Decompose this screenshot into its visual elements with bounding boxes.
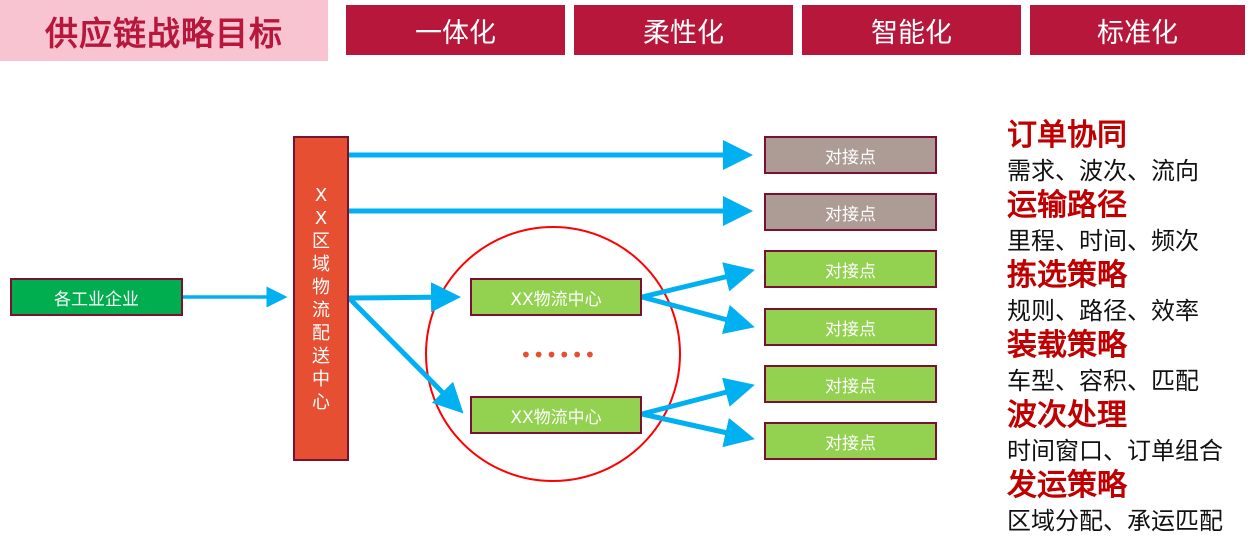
node-logistics-center-2: XX物流中心 — [470, 396, 642, 434]
strategy-title: 拣选策略 — [1007, 258, 1127, 293]
hub-char: 配 — [312, 322, 330, 344]
strategy-title: 波次处理 — [1007, 398, 1127, 433]
strategy-title: 订单协同 — [1007, 118, 1127, 153]
arrow-center1-to-dock-3 — [641, 262, 755, 300]
hub-char: 流 — [312, 299, 330, 321]
node-logistics-center-1: XX物流中心 — [470, 278, 642, 316]
more-centers-ellipsis: •••••• — [520, 343, 597, 367]
strategy-desc: 需求、波次、流向 — [1007, 157, 1199, 185]
arrow-center2-to-dock-5 — [641, 377, 755, 417]
page-title-banner: 供应链战略目标 — [0, 0, 328, 61]
strategy-list: 订单协同 需求、波次、流向 运输路径 里程、时间、频次 拣选策略 规则、路径、效… — [1007, 118, 1251, 538]
node-dock-point-3: 对接点 — [764, 250, 937, 288]
hub-char: 物 — [312, 276, 330, 298]
highlight-circle — [425, 226, 681, 482]
node-dock-point-6: 对接点 — [764, 422, 937, 460]
arrow-hub-to-center-2 — [347, 296, 464, 414]
arrow-center1-to-dock-4 — [641, 294, 755, 335]
hub-char: 域 — [312, 253, 330, 275]
node-dock-point-5: 对接点 — [764, 365, 937, 403]
strategy-desc: 区域分配、承运匹配 — [1007, 507, 1223, 535]
node-dock-point-1: 对接点 — [764, 136, 937, 174]
node-regional-distribution-center: X X 区 域 物 流 配 送 中 心 — [293, 136, 349, 461]
strategy-desc: 时间窗口、订单组合 — [1007, 437, 1223, 465]
strategy-title: 运输路径 — [1007, 188, 1127, 223]
strategy-desc: 规则、路径、效率 — [1007, 297, 1199, 325]
hub-char: 区 — [312, 230, 330, 252]
node-dock-point-4: 对接点 — [764, 308, 937, 346]
hub-char: X — [314, 207, 328, 229]
goal-standardization: 标准化 — [1030, 5, 1245, 55]
node-dock-point-2: 对接点 — [764, 193, 937, 231]
strategy-title: 发运策略 — [1007, 468, 1127, 503]
arrow-center2-to-dock-6 — [641, 411, 755, 448]
strategy-desc: 车型、容积、匹配 — [1007, 367, 1199, 395]
hub-char: 送 — [312, 345, 330, 367]
hub-char: 中 — [312, 368, 330, 390]
node-industrial-enterprises: 各工业企业 — [10, 278, 183, 316]
goal-flexibility: 柔性化 — [574, 5, 793, 55]
hub-char: X — [314, 184, 328, 206]
page-title: 供应链战略目标 — [45, 13, 283, 53]
hub-char: 心 — [312, 391, 330, 413]
strategy-title: 装载策略 — [1007, 328, 1127, 363]
strategy-desc: 里程、时间、频次 — [1007, 227, 1199, 255]
goal-intelligence: 智能化 — [802, 5, 1021, 55]
arrow-hub-to-center-1 — [348, 282, 461, 313]
goal-integration: 一体化 — [346, 5, 565, 55]
